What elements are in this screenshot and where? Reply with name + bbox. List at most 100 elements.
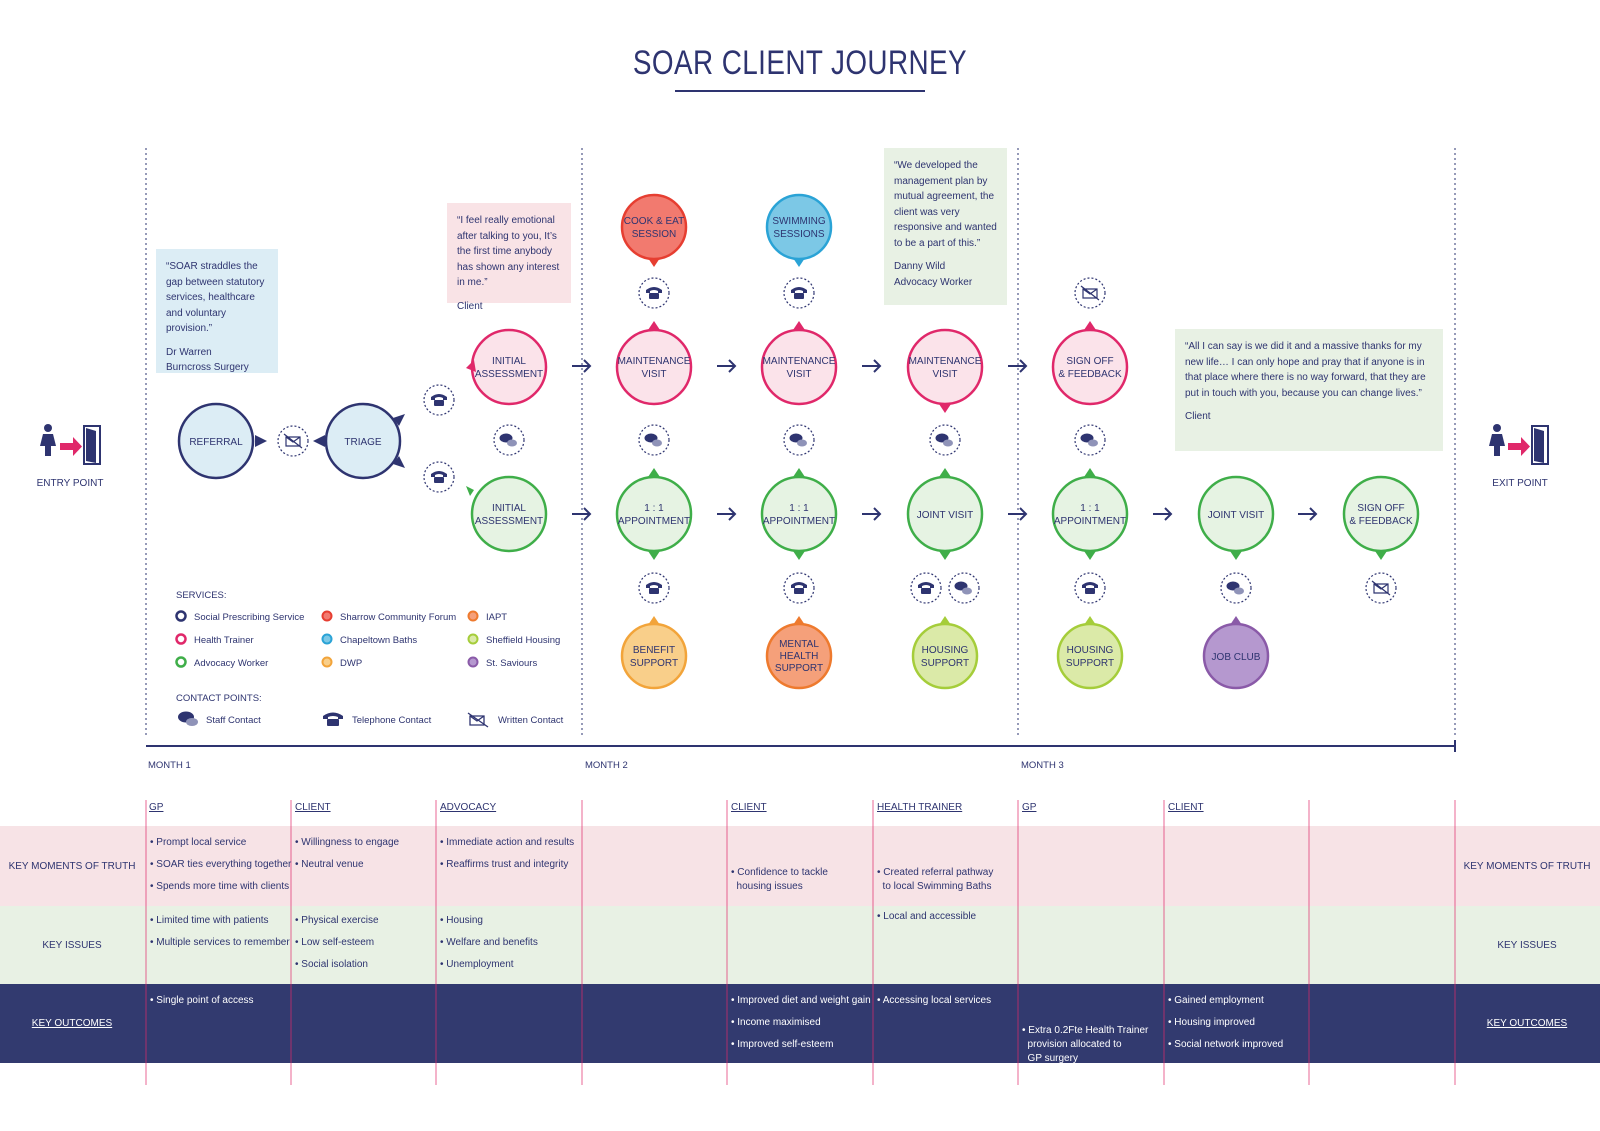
svg-text:APPOINTMENT: APPOINTMENT bbox=[763, 516, 835, 527]
row-label-issues: KEY ISSUES bbox=[42, 940, 102, 951]
svg-text:MENTAL: MENTAL bbox=[779, 639, 819, 650]
flow-arrows bbox=[572, 359, 1318, 521]
one-to-one-2-node: 1 : 1 APPOINTMENT bbox=[760, 468, 838, 560]
row-label-outcomes: KEY OUTCOMES bbox=[31, 1018, 113, 1029]
svg-text:Health Trainer: Health Trainer bbox=[194, 635, 254, 646]
exit-label: EXIT POINT bbox=[1492, 478, 1547, 489]
svg-text:Sheffield Housing: Sheffield Housing bbox=[486, 635, 560, 646]
outcomes-client-2: • Improved diet and weight gain• Income … bbox=[731, 995, 871, 1050]
svg-text:CONTACT POINTS:: CONTACT POINTS: bbox=[176, 693, 262, 704]
issues-band bbox=[0, 906, 1600, 984]
quote-box-4: “All I can say is we did it and a massiv… bbox=[1175, 329, 1443, 451]
quote-3-author: Danny Wild bbox=[894, 261, 946, 272]
svg-text:SESSIONS: SESSIONS bbox=[773, 229, 824, 240]
written-contact-icon bbox=[1080, 285, 1100, 301]
svg-text:SERVICES:: SERVICES: bbox=[176, 590, 227, 601]
col-head-client-2: CLIENT bbox=[731, 802, 767, 813]
entry-label: ENTRY POINT bbox=[37, 478, 104, 489]
page-title: SOAR CLIENT JOURNEY bbox=[632, 44, 968, 82]
outcomes-gp-2: • Extra 0.2Fte Health Trainer provision … bbox=[1022, 1025, 1149, 1064]
moments-client-2: • Confidence to tackle housing issues bbox=[731, 867, 828, 892]
col-head-advocacy: ADVOCACY bbox=[440, 802, 497, 813]
joint-visit-2-node: JOINT VISIT bbox=[1197, 475, 1275, 560]
referral-node: REFERRAL bbox=[177, 402, 267, 480]
svg-text:SUPPORT: SUPPORT bbox=[775, 663, 823, 674]
svg-text:BENEFIT: BENEFIT bbox=[633, 645, 675, 656]
svg-text:Sharrow Community Forum: Sharrow Community Forum bbox=[340, 612, 456, 623]
svg-text:SUPPORT: SUPPORT bbox=[1066, 658, 1114, 669]
one-to-one-1-node: 1 : 1 APPOINTMENT bbox=[615, 468, 693, 560]
col-head-gp-2: GP bbox=[1022, 802, 1037, 813]
svg-text:& FEEDBACK: & FEEDBACK bbox=[1058, 369, 1122, 380]
svg-text:REFERRAL: REFERRAL bbox=[189, 437, 243, 448]
svg-text:COOK & EAT: COOK & EAT bbox=[624, 216, 684, 227]
moments-gp: • Prompt local service• SOAR ties everyt… bbox=[150, 837, 292, 892]
svg-text:HEALTH: HEALTH bbox=[780, 651, 819, 662]
initial-assessment-pink-node: INITIAL ASSESSMENT bbox=[466, 328, 548, 406]
svg-text:1 : 1: 1 : 1 bbox=[1080, 503, 1100, 514]
svg-text:SIGN OFF: SIGN OFF bbox=[1066, 356, 1113, 367]
moments-health-trainer: • Created referral pathway to local Swim… bbox=[877, 867, 994, 922]
svg-text:TRIAGE: TRIAGE bbox=[344, 437, 382, 448]
row-label-outcomes-right: KEY OUTCOMES bbox=[1486, 1018, 1568, 1029]
svg-text:JOINT VISIT: JOINT VISIT bbox=[917, 510, 974, 521]
col-head-gp: GP bbox=[149, 802, 164, 813]
one-to-one-3-node: 1 : 1 APPOINTMENT bbox=[1051, 468, 1129, 560]
row-label-moments: KEY MOMENTS OF TRUTH bbox=[8, 861, 136, 872]
svg-text:St. Saviours: St. Saviours bbox=[486, 658, 537, 669]
svg-text:SWIMMING: SWIMMING bbox=[772, 216, 826, 227]
moments-band bbox=[0, 826, 1600, 906]
telephone-icon bbox=[918, 582, 934, 594]
written-contact-legend-icon bbox=[467, 712, 489, 728]
svg-text:VISIT: VISIT bbox=[932, 369, 957, 380]
issues-advocacy: • Housing• Welfare and benefits• Unemplo… bbox=[440, 915, 538, 970]
svg-text:ASSESSMENT: ASSESSMENT bbox=[475, 369, 543, 380]
telephone-icon bbox=[646, 287, 662, 299]
svg-text:Advocacy Worker: Advocacy Worker bbox=[194, 658, 268, 669]
svg-text:& FEEDBACK: & FEEDBACK bbox=[1349, 516, 1413, 527]
svg-text:MAINTENANCE: MAINTENANCE bbox=[618, 356, 691, 367]
svg-text:HOUSING: HOUSING bbox=[922, 645, 969, 656]
svg-text:1 : 1: 1 : 1 bbox=[789, 503, 809, 514]
moments-client: • Willingness to engage• Neutral venue bbox=[295, 837, 400, 870]
quote-3-org: Advocacy Worker bbox=[894, 276, 973, 288]
month-3-label: MONTH 3 bbox=[1021, 760, 1064, 771]
column-separators bbox=[145, 800, 1456, 1085]
svg-text:VISIT: VISIT bbox=[786, 369, 811, 380]
outcomes-band bbox=[0, 984, 1600, 1063]
staff-contact-icon bbox=[789, 433, 807, 447]
svg-text:VISIT: VISIT bbox=[641, 369, 666, 380]
sign-off-green-node: SIGN OFF & FEEDBACK bbox=[1342, 475, 1420, 560]
quote-3-text: “We developed the management plan by mut… bbox=[894, 160, 997, 249]
svg-text:Chapeltown Baths: Chapeltown Baths bbox=[340, 635, 417, 646]
joint-visit-1-node: JOINT VISIT bbox=[906, 468, 984, 560]
maintenance-visit-3-node: MAINTENANCE VISIT bbox=[906, 328, 984, 413]
legend: SERVICES: Social Prescribing Service Hea… bbox=[175, 590, 564, 728]
issues-client: • Physical exercise• Low self-esteem• So… bbox=[295, 915, 379, 970]
exit-door-icon bbox=[1531, 425, 1549, 465]
housing-support-2-node: HOUSING SUPPORT bbox=[1056, 616, 1124, 690]
svg-text:Written Contact: Written Contact bbox=[498, 715, 564, 726]
staff-contact-legend-icon bbox=[178, 711, 198, 726]
initial-assessment-green-node: INITIAL ASSESSMENT bbox=[466, 475, 548, 553]
staff-contact-icon bbox=[954, 581, 972, 595]
quote-1-text: “SOAR straddles the gap between statutor… bbox=[166, 261, 265, 334]
svg-text:INITIAL: INITIAL bbox=[492, 503, 526, 514]
job-club-node: JOB CLUB bbox=[1202, 616, 1270, 690]
quote-2-author: Client bbox=[457, 300, 483, 312]
telephone-icon bbox=[431, 394, 447, 406]
svg-text:Telephone Contact: Telephone Contact bbox=[352, 715, 432, 726]
staff-contact-icon bbox=[1226, 581, 1244, 595]
telephone-icon bbox=[646, 582, 662, 594]
mental-health-node: MENTAL HEALTH SUPPORT bbox=[765, 616, 833, 690]
svg-text:INITIAL: INITIAL bbox=[492, 356, 526, 367]
moments-advocacy: • Immediate action and results• Reaffirm… bbox=[440, 837, 575, 870]
telephone-icon bbox=[791, 287, 807, 299]
quote-2-text: “I feel really emotional after talking t… bbox=[457, 215, 560, 288]
housing-support-1-node: HOUSING SUPPORT bbox=[911, 616, 979, 690]
written-contact-icon bbox=[283, 433, 303, 449]
svg-text:SUPPORT: SUPPORT bbox=[921, 658, 969, 669]
telephone-icon bbox=[431, 471, 447, 483]
outcomes-health-trainer: • Accessing local services bbox=[877, 995, 992, 1006]
